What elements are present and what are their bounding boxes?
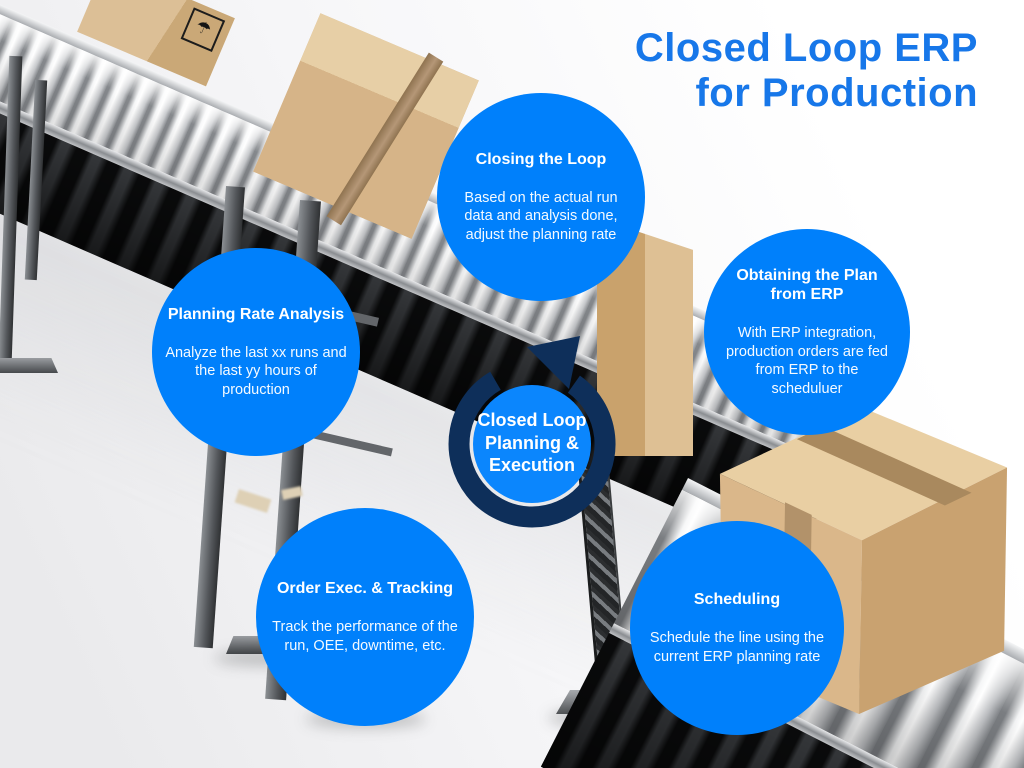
bubble-closing-the-loop: Closing the Loop Based on the actual run… — [437, 93, 645, 301]
bubble-title: Obtaining the Plan from ERP — [736, 267, 878, 304]
bubble-title: Order Exec. & Tracking — [276, 580, 454, 597]
hub-label: Closed Loop Planning & Execution — [477, 410, 587, 475]
page-title: Closed Loop ERP for Production — [634, 26, 978, 116]
bubble-title: Closing the Loop — [475, 150, 607, 168]
shipping-marks-icon: ☂ — [180, 7, 226, 52]
bubble-title: Scheduling — [693, 591, 781, 608]
cycle-arrow-icon — [448, 336, 616, 528]
bubble-scheduling: Scheduling Schedule the line using the c… — [630, 521, 844, 735]
bubble-obtaining-the-plan-from-erp: Obtaining the Plan from ERP With ERP int… — [704, 229, 910, 435]
conveyor-foot — [0, 358, 58, 373]
box-tape — [326, 52, 444, 225]
bubble-order-exec-tracking: Order Exec. & Tracking Track the perform… — [256, 508, 474, 726]
bubble-body: With ERP integration, production orders … — [725, 325, 888, 397]
bubble-body: Schedule the line using the current ERP … — [649, 630, 825, 665]
bubble-body: Analyze the last xx runs and the last yy… — [165, 344, 347, 398]
bubble-body: Based on the actual run data and analysi… — [464, 189, 618, 243]
bubble-planning-rate-analysis: Planning Rate Analysis Analyze the last … — [152, 248, 360, 456]
bubble-title: Planning Rate Analysis — [167, 305, 345, 323]
bubble-body: Track the performance of the run, OEE, d… — [272, 619, 458, 654]
